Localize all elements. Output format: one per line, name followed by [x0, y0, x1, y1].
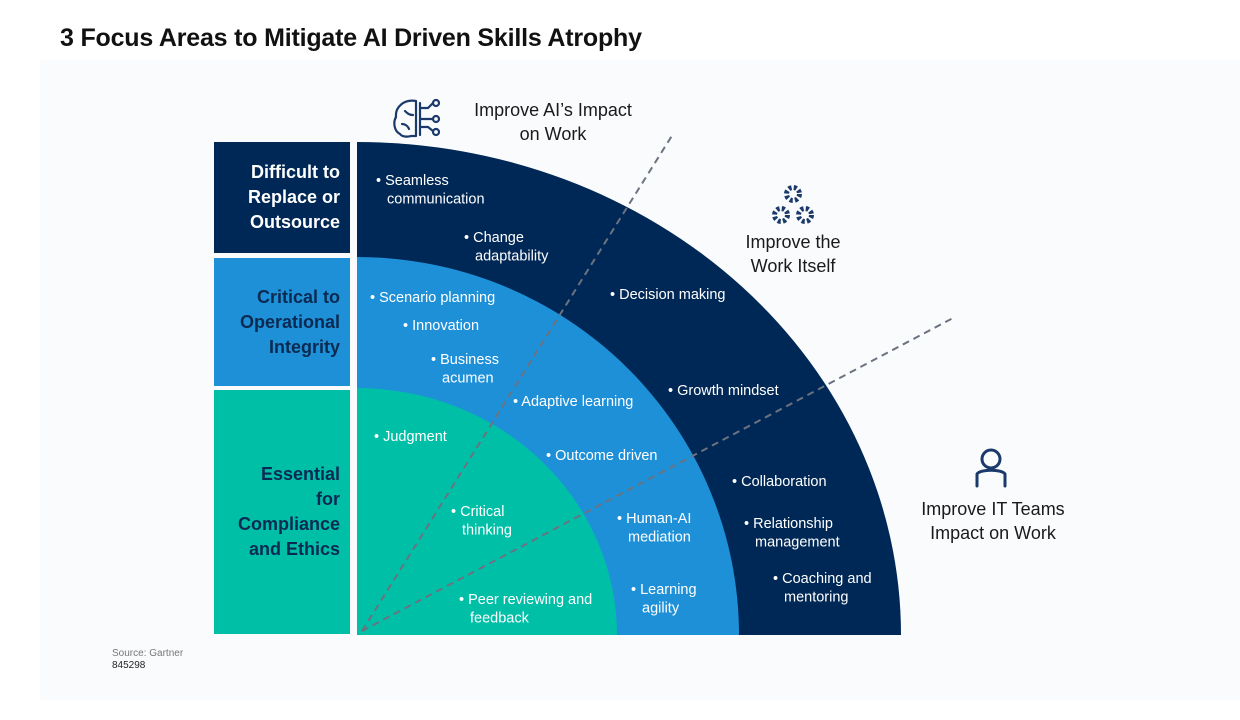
gears-icon: [772, 185, 814, 224]
source-note: Source: Gartner 845298: [112, 648, 183, 672]
axis-label-work-itself: Improve the Work Itself: [745, 232, 841, 276]
row-label: Critical to Operational Integrity: [239, 286, 340, 357]
page-title: 3 Focus Areas to Mitigate AI Driven Skil…: [60, 24, 642, 52]
row-difficult-to-replace: Difficult to Replace or Outsource: [214, 142, 350, 253]
divider-line: [361, 317, 954, 632]
skill-middle-0: • Scenario planning: [370, 290, 495, 306]
row-essential-for-compliance: Essential for Compliance and Ethics: [214, 390, 350, 634]
skill-outer-4: • Collaboration: [732, 474, 827, 490]
document-id: 845298: [112, 660, 146, 671]
brain-circuit-icon: [393, 98, 441, 138]
axis-label-it-teams: Improve IT Teams Impact on Work: [921, 499, 1065, 543]
source-text: Source: Gartner: [112, 648, 184, 659]
skill-middle-1: • Innovation: [403, 318, 479, 334]
row-label: Difficult to Replace or Outsource: [247, 162, 340, 232]
row-critical-to-operational-integrity: Critical to Operational Integrity: [214, 258, 350, 386]
axis-label-ai-impact: Improve AI’s Impact on Work: [474, 100, 632, 144]
skill-middle-3: • Adaptive learning: [513, 394, 633, 410]
person-icon: [975, 448, 1007, 488]
inner-ring: [357, 388, 617, 635]
divider-line: [361, 133, 674, 632]
skill-outer-3: • Growth mindset: [668, 383, 779, 399]
skill-middle-4: • Outcome driven: [546, 448, 657, 464]
skill-inner-0: • Judgment: [374, 429, 447, 445]
row-label: Essential for Compliance and Ethics: [237, 464, 340, 559]
skill-outer-2: • Decision making: [610, 287, 725, 303]
